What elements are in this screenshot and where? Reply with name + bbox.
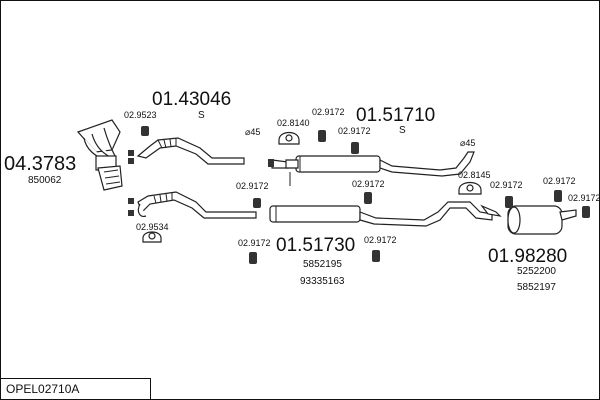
- part-02-9172-b: 02.9172: [338, 126, 371, 136]
- label-s-2: S: [399, 125, 406, 136]
- front-pipe-upper-icon: [128, 137, 245, 165]
- part-02-8140: 02.8140: [277, 118, 310, 128]
- label-04-3783: 04.3783: [4, 153, 76, 175]
- label-850062: 850062: [28, 175, 62, 186]
- label-5852197: 5852197: [517, 282, 556, 293]
- part-02-9172-f: 02.9172: [543, 176, 576, 186]
- part-02-9523: 02.9523: [124, 110, 157, 120]
- clamp-bracket-icon: [142, 131, 482, 243]
- label-s-1: S: [198, 110, 205, 121]
- footer-code: OPEL02710A: [6, 382, 79, 396]
- rubber-mount-icon: [141, 126, 590, 264]
- label-93335163: 93335163: [300, 276, 345, 287]
- part-02-9172-i: 02.9172: [364, 235, 397, 245]
- manifold-catalyst-icon: [76, 119, 134, 191]
- diameter-45-b: ⌀45: [460, 138, 475, 148]
- part-02-9172-e: 02.9172: [490, 180, 523, 190]
- part-02-9172-a: 02.9172: [312, 107, 345, 117]
- label-01-98280: 01.98280: [488, 246, 567, 267]
- part-02-9534: 02.9534: [136, 222, 169, 232]
- label-01-51710: 01.51710: [356, 105, 435, 126]
- label-5252200: 5252200: [517, 266, 556, 277]
- part-02-9172-g: 02.9172: [568, 193, 600, 203]
- label-01-51730: 01.51730: [276, 235, 355, 256]
- part-02-9172-d: 02.9172: [352, 179, 385, 189]
- front-pipe-lower-icon: [128, 191, 257, 219]
- part-02-8145: 02.8145: [458, 170, 491, 180]
- rear-silencer-icon: [507, 205, 577, 235]
- label-5852195: 5852195: [303, 259, 342, 270]
- middle-silencer-upper-icon: [268, 151, 475, 186]
- part-02-9172-h: 02.9172: [238, 238, 271, 248]
- part-02-9172-c: 02.9172: [236, 181, 269, 191]
- diameter-45-a: ⌀45: [245, 127, 260, 137]
- middle-silencer-lower-icon: [269, 201, 502, 227]
- label-01-43046: 01.43046: [152, 89, 231, 110]
